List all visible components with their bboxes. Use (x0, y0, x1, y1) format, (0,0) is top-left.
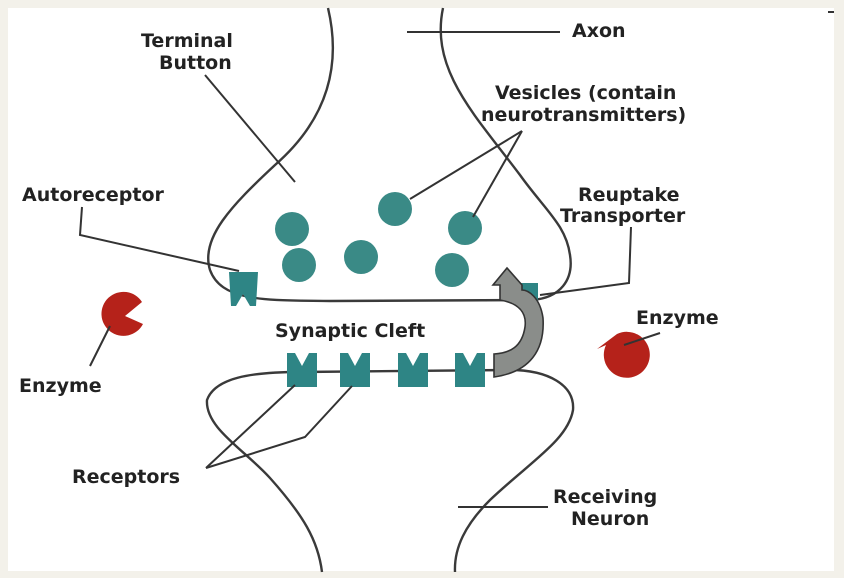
enzyme-left-pointer (89, 325, 111, 367)
label-terminal-button-line2: Button (159, 52, 232, 74)
receiving-neuron-outline-right (299, 368, 575, 573)
terminal-button-pointer (204, 74, 296, 183)
receptor (287, 353, 317, 387)
diagram-panel (8, 8, 834, 571)
autoreceptor-shape (229, 272, 258, 306)
label-enzyme-left: Enzyme (19, 375, 102, 397)
reuptake-arrow (491, 266, 544, 378)
label-receiving-line2: Neuron (571, 508, 649, 530)
receptor (455, 353, 485, 387)
receptors (287, 353, 485, 387)
label-axon: Axon (572, 20, 626, 42)
label-reuptake-line2: Transporter (560, 205, 686, 227)
reuptake-pointer (539, 226, 632, 296)
label-vesicles-line1: Vesicles (contain (495, 82, 676, 104)
enzyme-right-pointer (623, 332, 661, 346)
receptor (340, 353, 370, 387)
label-terminal-button-line1: Terminal (141, 30, 233, 52)
vesicle (378, 192, 412, 226)
label-receptors: Receptors (72, 466, 180, 488)
vesicle (435, 253, 469, 287)
label-autoreceptor: Autoreceptor (22, 184, 165, 206)
label-reuptake-line1: Reuptake (578, 184, 680, 206)
label-synaptic-cleft: Synaptic Cleft (275, 320, 425, 342)
terminal-button-outline (207, 7, 572, 303)
vesicles (275, 192, 482, 287)
receptors-pointer-2 (205, 385, 353, 469)
receptors-pointer-1 (205, 384, 296, 469)
vesicles-pointer-1 (409, 130, 523, 200)
label-enzyme-right: Enzyme (636, 307, 719, 329)
enzyme-left-shape (101, 291, 143, 336)
label-receiving-line1: Receiving (553, 486, 657, 508)
autoreceptor-pointer (78, 206, 240, 272)
vesicle (448, 211, 482, 245)
receiving-neuron-outline (205, 370, 324, 573)
vesicles-pointer-2 (472, 130, 523, 218)
vesicle (344, 240, 378, 274)
vesicle (282, 248, 316, 282)
vesicle (275, 212, 309, 246)
label-vesicles-line2: neurotransmitters) (481, 104, 686, 126)
receptor (398, 353, 428, 387)
enzyme-right-shape (597, 331, 650, 378)
